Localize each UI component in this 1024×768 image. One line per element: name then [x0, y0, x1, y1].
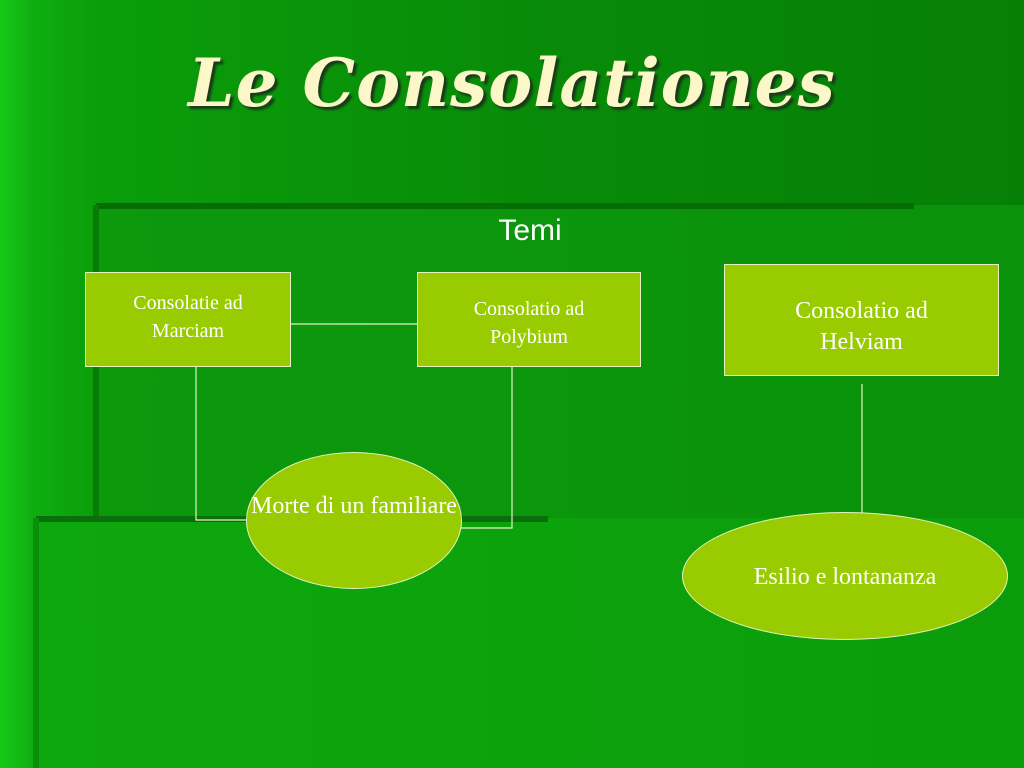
node-label-line: Helviam	[820, 329, 903, 355]
node-label-line: Polybium	[490, 326, 568, 348]
theme-esilio-e-lontananza[interactable]: Esilio e lontananza	[682, 512, 1008, 640]
node-label-line: Consolatio ad	[795, 298, 928, 324]
theme-label-line: Esilio e lontananza	[753, 564, 937, 590]
theme-label-line: familiare	[370, 493, 457, 519]
background-panel-upper-edge	[96, 203, 914, 209]
slide-subtitle: Temi	[498, 214, 562, 247]
node-label-line: Consolatio ad	[473, 298, 585, 320]
theme-label-line: Morte di un	[251, 493, 365, 519]
node-consolatie-ad-marciam[interactable]: Consolatie ad Marciam	[85, 272, 291, 367]
node-consolatio-ad-helviam[interactable]: Consolatio ad Helviam	[724, 264, 999, 376]
node-consolatio-ad-polybium[interactable]: Consolatio ad Polybium	[417, 272, 641, 367]
background-left-strip	[0, 0, 30, 768]
node-label-line: Marciam	[151, 320, 225, 342]
theme-morte-di-un-familiare[interactable]: Morte di un familiare	[246, 452, 462, 589]
background-panel-lower-edge-left	[33, 518, 39, 768]
slide-title: Le Consolationes	[188, 44, 836, 122]
node-label-line: Consolatie ad	[133, 292, 243, 314]
